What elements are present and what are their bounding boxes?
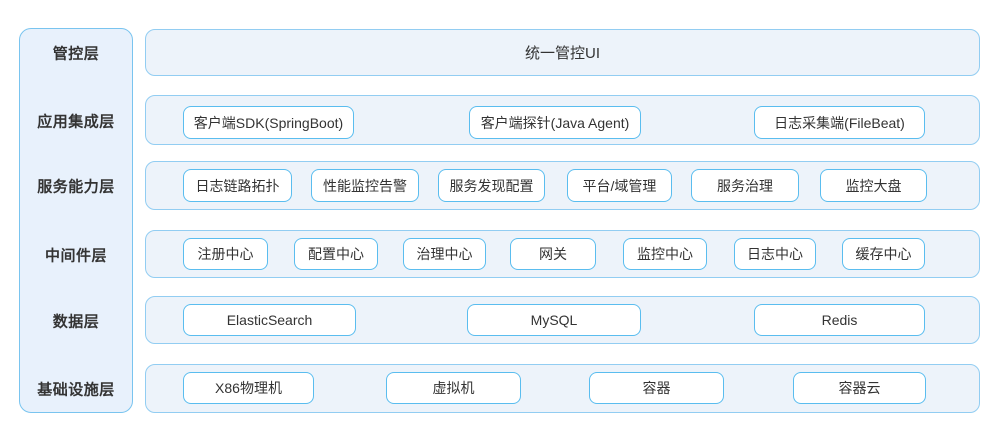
- component-log-trace-topology: 日志链路拓扑: [183, 169, 292, 202]
- component-log-center: 日志中心: [734, 238, 816, 270]
- component-x86-physical-machine: X86物理机: [183, 372, 314, 404]
- sidebar-label-data-layer: 数据层: [52, 313, 100, 331]
- sidebar-label-control-layer: 管控层: [52, 45, 100, 63]
- component-monitor-center: 监控中心: [623, 238, 707, 270]
- component-elasticsearch: ElasticSearch: [183, 304, 356, 336]
- sidebar-label-service-capability-layer: 服务能力层: [37, 178, 115, 196]
- component-registry-center: 注册中心: [183, 238, 268, 270]
- component-client-sdk-springboot: 客户端SDK(SpringBoot): [183, 106, 354, 139]
- sidebar-label-infrastructure-layer: 基础设施层: [37, 381, 115, 399]
- component-governance-center: 治理中心: [403, 238, 486, 270]
- layer-row-data: ElasticSearch MySQL Redis: [145, 296, 980, 344]
- component-platform-domain-mgmt: 平台/域管理: [567, 169, 672, 202]
- component-performance-monitor-alert: 性能监控告警: [311, 169, 419, 202]
- layer-row-service-capability: 日志链路拓扑 性能监控告警 服务发现配置 平台/域管理 服务治理 监控大盘: [145, 161, 980, 210]
- component-log-collector-filebeat: 日志采集端(FileBeat): [754, 106, 925, 139]
- layer-row-control: 统一管控UI: [145, 29, 980, 76]
- component-service-governance: 服务治理: [691, 169, 799, 202]
- component-redis: Redis: [754, 304, 925, 336]
- layer-name-column: 管控层 应用集成层 服务能力层 中间件层 数据层 基础设施层: [19, 28, 133, 413]
- layer-row-infrastructure: X86物理机 虚拟机 容器 容器云: [145, 364, 980, 413]
- layer-row-app-integration: 客户端SDK(SpringBoot) 客户端探针(Java Agent) 日志采…: [145, 95, 980, 145]
- component-monitor-dashboard: 监控大盘: [820, 169, 927, 202]
- component-container: 容器: [589, 372, 724, 404]
- component-service-discovery-config: 服务发现配置: [438, 169, 545, 202]
- component-client-probe-java-agent: 客户端探针(Java Agent): [469, 106, 641, 139]
- component-config-center: 配置中心: [294, 238, 378, 270]
- layer-row-middleware: 注册中心 配置中心 治理中心 网关 监控中心 日志中心 缓存中心: [145, 230, 980, 278]
- component-virtual-machine: 虚拟机: [386, 372, 521, 404]
- component-container-cloud: 容器云: [793, 372, 926, 404]
- unified-control-ui-label: 统一管控UI: [524, 45, 600, 62]
- component-cache-center: 缓存中心: [842, 238, 925, 270]
- sidebar-label-middleware-layer: 中间件层: [44, 247, 107, 265]
- component-mysql: MySQL: [467, 304, 641, 336]
- sidebar-label-app-integration-layer: 应用集成层: [37, 113, 115, 131]
- component-gateway: 网关: [510, 238, 596, 270]
